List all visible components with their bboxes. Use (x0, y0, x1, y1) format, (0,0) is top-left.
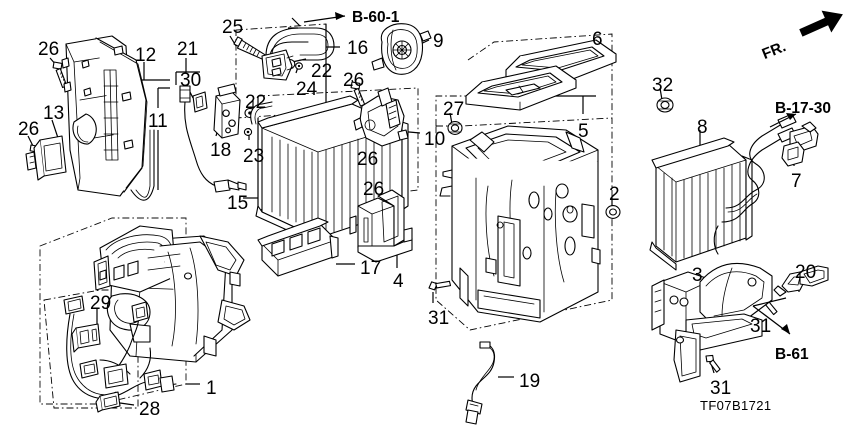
callout-25[interactable]: 25 (222, 17, 244, 38)
callout-16[interactable]: 16 (347, 38, 369, 59)
blower-resistor-illustration (25, 135, 67, 181)
blower-assembly-illustration (93, 225, 251, 363)
grommet-32-icon (656, 97, 674, 113)
callout-28[interactable]: 28 (139, 399, 161, 420)
evaporator-outlet-duct-illustration (257, 217, 339, 277)
refrigerant-sensor-illustration (773, 265, 829, 297)
callout-5[interactable]: 5 (578, 121, 589, 142)
callout-26-d[interactable]: 26 (357, 149, 379, 170)
callout-32[interactable]: 32 (652, 75, 674, 96)
callout-9[interactable]: 9 (433, 31, 444, 52)
air-mix-duct-bracket-illustration (349, 189, 413, 263)
cross-ref-b-61[interactable]: B-61 (775, 346, 809, 363)
blower-case-illustration (61, 35, 148, 197)
blower-drain-hose-illustration (130, 129, 155, 201)
heater-core-illustration (649, 113, 797, 271)
callout-31-b[interactable]: 31 (750, 316, 772, 337)
callout-20[interactable]: 20 (795, 262, 817, 283)
callout-24[interactable]: 24 (296, 79, 318, 100)
callout-26[interactable]: 26 (38, 39, 60, 60)
callout-26-c[interactable]: 26 (18, 119, 40, 140)
drain-hose-illustration (465, 341, 496, 425)
thermistor-illustration (179, 85, 247, 193)
callout-13[interactable]: 13 (43, 103, 65, 124)
heater-unit-housing-illustration (439, 125, 601, 323)
callout-22-upper[interactable]: 22 (311, 61, 333, 82)
callout-23[interactable]: 23 (243, 146, 265, 167)
callout-22-lower[interactable]: 22 (245, 92, 267, 113)
callout-8[interactable]: 8 (697, 117, 708, 138)
grommet-2-icon (605, 205, 621, 219)
cross-ref-b-17-30[interactable]: B-17-30 (775, 100, 831, 117)
callout-7[interactable]: 7 (791, 171, 802, 192)
diagram-code: TF07B1721 (700, 398, 772, 413)
callout-2[interactable]: 2 (609, 184, 620, 205)
callout-11[interactable]: 11 (148, 111, 168, 132)
mode-control-motor-illustration (353, 87, 409, 147)
callout-4[interactable]: 4 (393, 271, 404, 292)
grommet-27-icon (447, 121, 463, 135)
callout-6[interactable]: 6 (592, 29, 603, 50)
evaporator-seals-illustration (465, 39, 617, 111)
callout-26-b[interactable]: 26 (343, 70, 365, 91)
callout-3[interactable]: 3 (692, 265, 703, 286)
expansion-valve-illustration (213, 83, 241, 139)
callout-27[interactable]: 27 (443, 99, 465, 120)
callout-10[interactable]: 10 (424, 129, 446, 150)
callout-12[interactable]: 12 (135, 45, 157, 66)
callout-21[interactable]: 21 (177, 39, 199, 60)
callout-15[interactable]: 15 (227, 193, 249, 214)
mode-linkage-cover-illustration (371, 23, 432, 75)
callout-18[interactable]: 18 (210, 140, 232, 161)
suction-pipe-illustration (261, 27, 335, 81)
cross-ref-b-60-1[interactable]: B-60-1 (352, 9, 400, 26)
callout-17[interactable]: 17 (360, 258, 382, 279)
rear-heater-duct-illustration (651, 262, 773, 383)
callout-26-e[interactable]: 26 (363, 179, 385, 200)
callout-1[interactable]: 1 (206, 378, 217, 399)
heater-pipe-clamp-illustration (781, 121, 819, 167)
callout-30[interactable]: 30 (180, 70, 202, 91)
callout-19[interactable]: 19 (519, 371, 541, 392)
cross-reference-arrows (288, 10, 843, 335)
callout-29[interactable]: 29 (90, 293, 112, 314)
callout-31-c[interactable]: 31 (710, 378, 732, 399)
blower-harness-illustration (63, 295, 177, 413)
callout-31-a[interactable]: 31 (428, 308, 450, 329)
